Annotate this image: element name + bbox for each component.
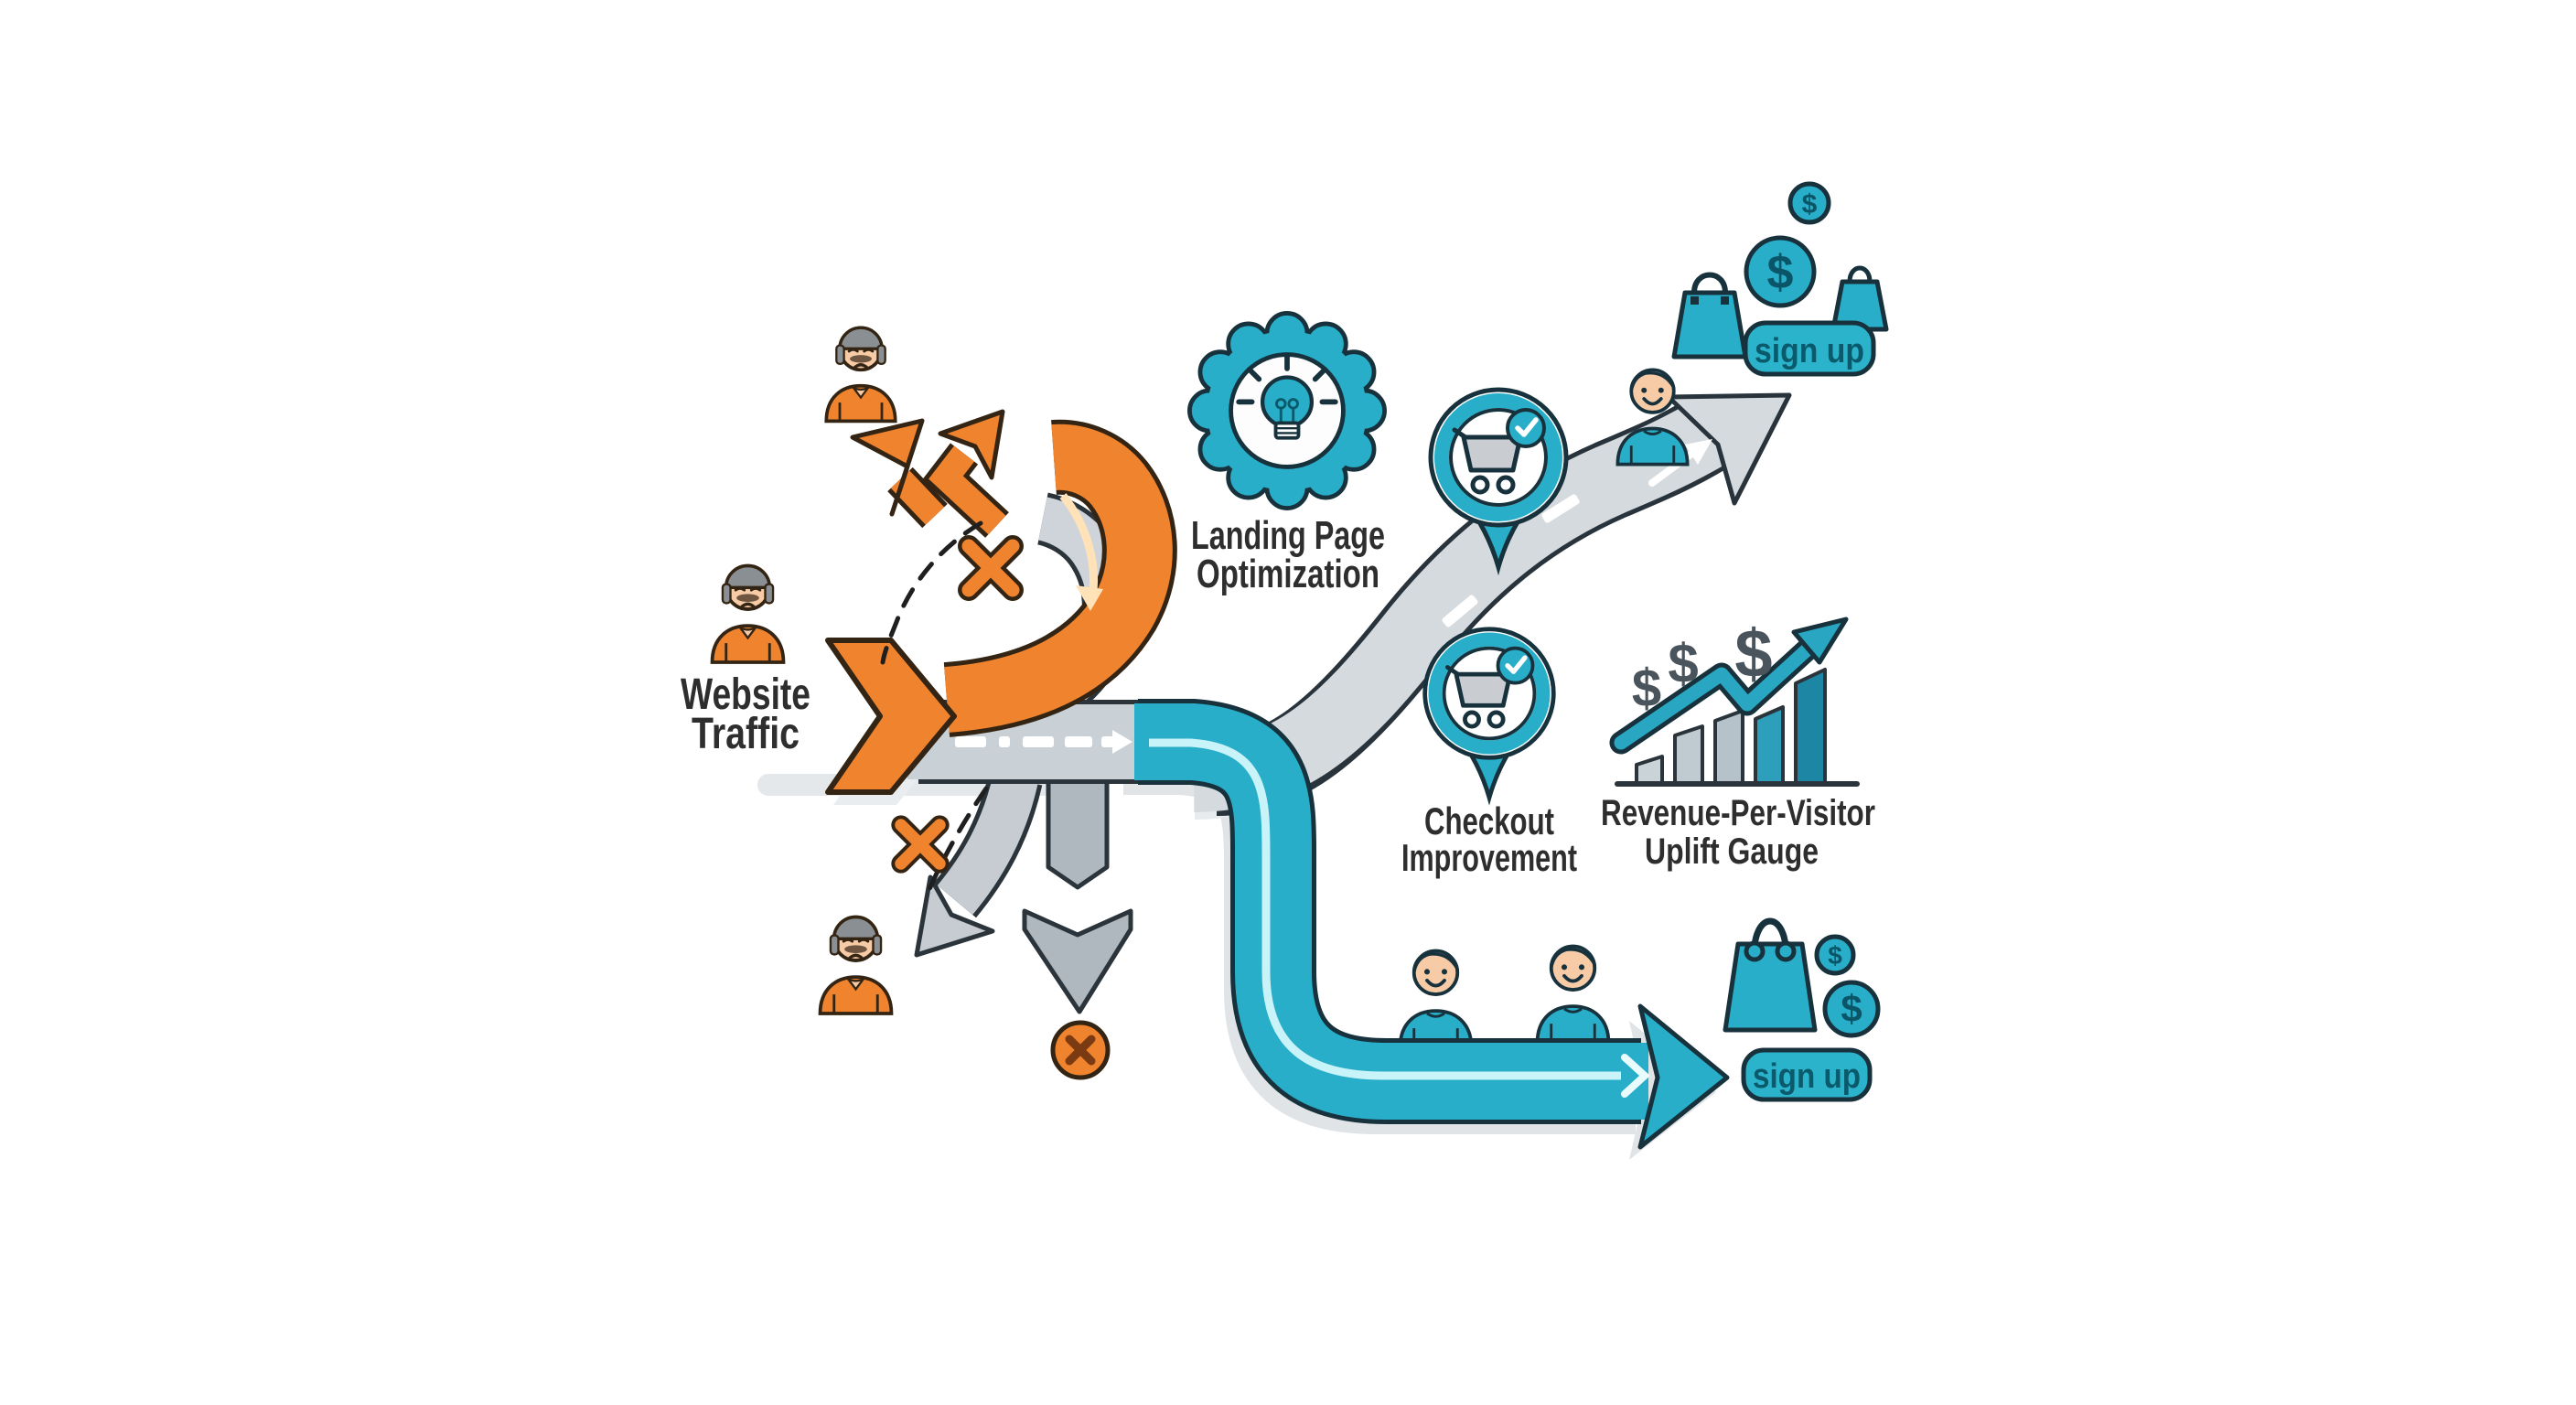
revenue-label-line1: Revenue-Per-Visitor: [1601, 793, 1875, 833]
road-dash: [1442, 595, 1478, 627]
shopping-bag-icon: [1723, 917, 1818, 1033]
dollar-coin-icon: [1822, 980, 1881, 1038]
stripe-arrow-icon: [1621, 1054, 1650, 1098]
signup-button-bottom[interactable]: sign up: [1741, 1047, 1873, 1102]
landing-page-label-line2: Optimization: [1197, 552, 1379, 596]
dropoff-down-arrow: [1022, 753, 1133, 1014]
coin-dollar-text: $: [1841, 987, 1862, 1030]
shopping-bag-icon: [1830, 265, 1889, 332]
lightbulb-badge-icon: [1187, 311, 1387, 510]
dollar-coin-icon: [1814, 934, 1856, 976]
website-traffic-label-line2: Traffic: [692, 710, 800, 758]
coin-dollar-text: $: [1828, 941, 1842, 970]
gauge-bar-4: [1754, 705, 1785, 786]
website-traffic-chevron-arrow: [825, 638, 957, 795]
split-arrows-icon: [850, 409, 1009, 538]
conversion-road: [1134, 699, 1730, 1150]
broken-path-dashes-lower: [927, 786, 989, 892]
shopping-bag-icon: [1671, 272, 1748, 359]
bounce-u-turn-road: [943, 419, 1177, 737]
gauge-bar-5: [1794, 668, 1827, 786]
gauge-trend-arrow: [1614, 628, 1830, 750]
main-road: [907, 700, 1142, 784]
coin-dollar-text: $: [1767, 246, 1794, 299]
teal-arrowhead-icon: [1637, 1003, 1730, 1150]
x-mark-icon: [901, 825, 939, 863]
road-centerline-dashes: [955, 730, 1132, 754]
x-circle-icon: [1050, 1020, 1111, 1080]
text-labels: Website Traffic Landing Page Optimizatio…: [681, 513, 1875, 879]
gauge-bar-2: [1673, 724, 1704, 786]
x-mark-icon: [969, 546, 1013, 590]
dollar-coin-icon: [1744, 235, 1817, 308]
signup-button-label: sign up: [1753, 1057, 1861, 1096]
gauge-bar-3: [1713, 709, 1744, 786]
website-traffic-label-line1: Website: [681, 670, 810, 719]
dollar-sign: $: [1632, 659, 1661, 718]
dollar-sign: $: [1734, 616, 1772, 692]
u-turn-flow-arrow: [1059, 493, 1099, 599]
coin-dollar-text: $: [1802, 189, 1818, 220]
dollar-coin-icon: [1787, 181, 1831, 225]
checkout-label-line2: Improvement: [1401, 836, 1577, 879]
signup-button-label: sign up: [1755, 332, 1864, 370]
revenue-label-line2: Uplift Gauge: [1645, 831, 1819, 872]
signup-button-top[interactable]: sign up: [1743, 320, 1876, 377]
landing-page-label-line1: Landing Page: [1191, 513, 1385, 558]
lightbulb-icon: [1236, 353, 1338, 440]
road-dash: [1541, 494, 1580, 523]
lost-path-curved-arrow: [914, 773, 1043, 958]
bar-chart-growth-icon: $ $ $: [1609, 616, 1860, 787]
reward-icons-bottom: $ $: [1723, 917, 1881, 1038]
checkout-label-line1: Checkout: [1424, 799, 1554, 842]
broken-path-dashes-upper: [880, 520, 983, 665]
reward-icons-top: $ $: [1671, 181, 1889, 359]
dollar-sign: $: [1668, 633, 1698, 694]
